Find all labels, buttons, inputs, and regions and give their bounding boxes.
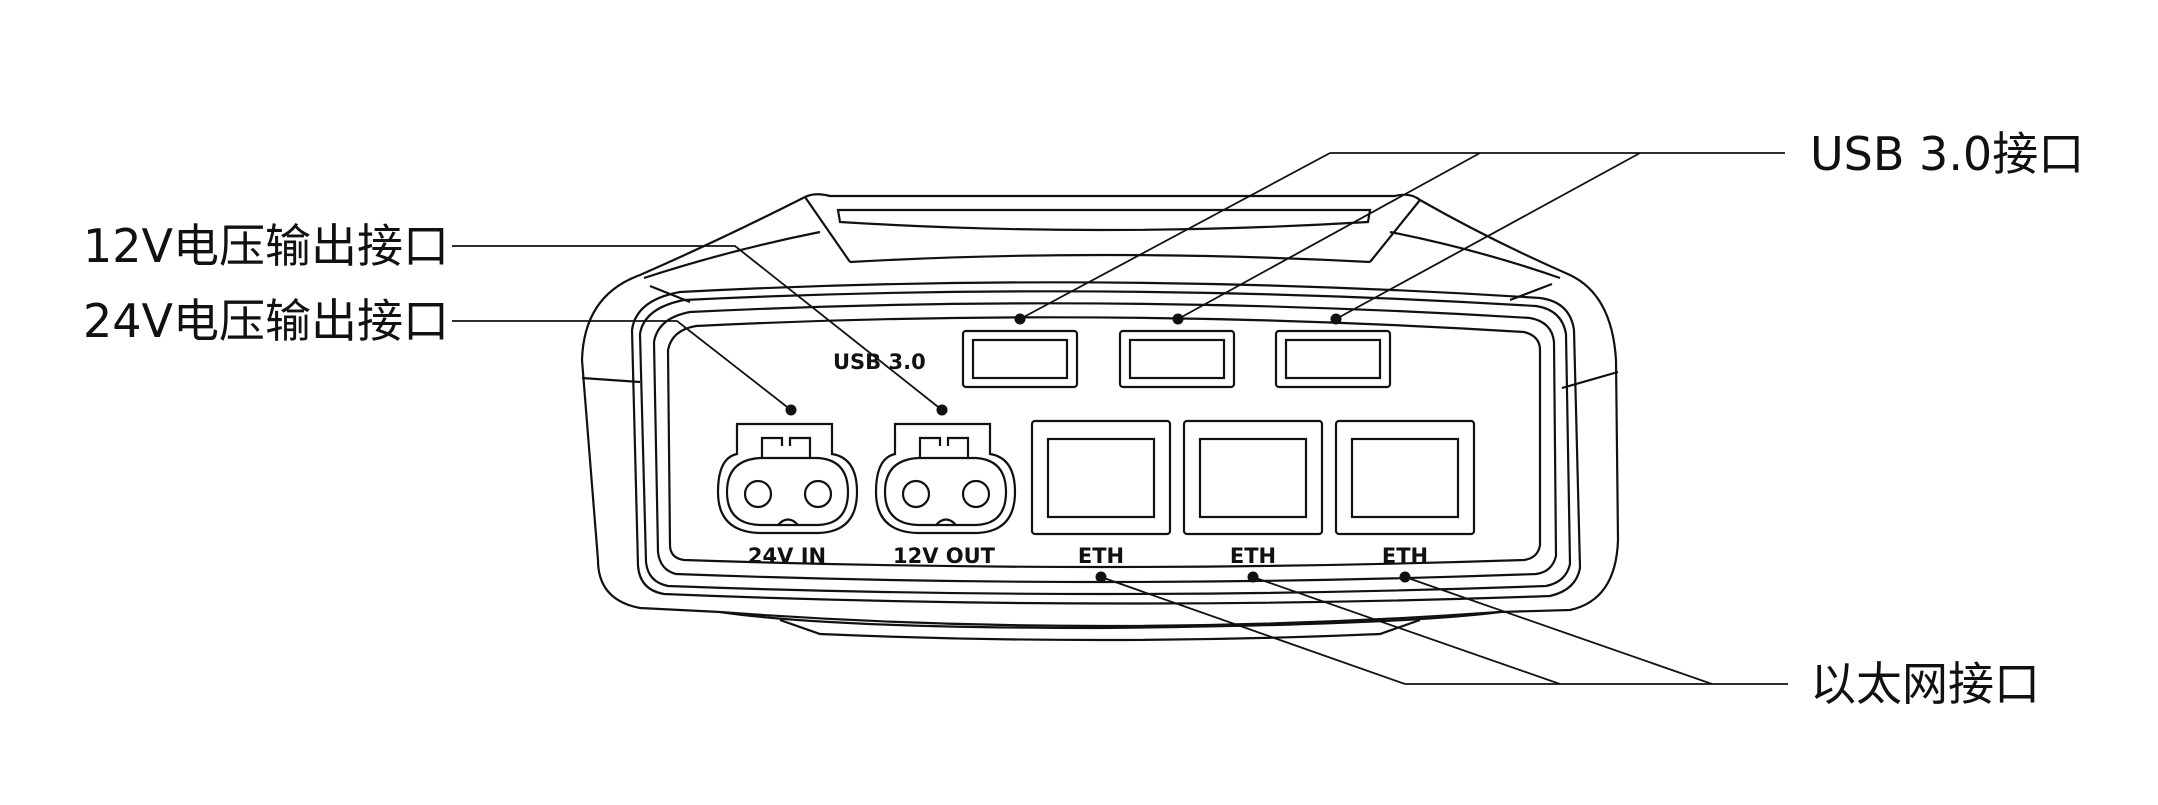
- power-out-notch: [935, 518, 957, 526]
- dot-usb-1: [1014, 313, 1026, 325]
- housing-top-groove: [836, 208, 1372, 232]
- eth-port-2-inner: [1198, 437, 1308, 519]
- eth-port-3-outer: [1334, 419, 1476, 536]
- dot-eth-2: [1247, 571, 1259, 583]
- power-in-housing: [716, 422, 859, 535]
- housing-outer-shell: [580, 193, 1620, 630]
- callout-12v-output: 12V电压输出接口: [83, 219, 449, 273]
- power-connector-in: [716, 422, 859, 535]
- panel-labels: USB 3.0 24V IN 12V OUT ETH ETH ETH: [748, 350, 1428, 568]
- usb-port-2-inner: [1128, 338, 1226, 380]
- bezel-ring-mid: [638, 290, 1572, 596]
- callout-24v-output: 24V电压输出接口: [83, 294, 449, 348]
- housing-bottom-edge: [719, 610, 1501, 628]
- power-out-shell: [883, 456, 1008, 527]
- dot-12v-out: [936, 404, 948, 416]
- callout-ethernet: 以太网接口: [1810, 657, 2040, 711]
- usb-ports: [961, 329, 1392, 389]
- usb-port-2-outer: [1118, 329, 1236, 389]
- dot-usb-2: [1172, 313, 1184, 325]
- power-in-notch: [777, 518, 799, 526]
- leader-lines: [452, 152, 1788, 685]
- power-out-label: 12V OUT: [893, 544, 996, 568]
- power-in-pin-left: [743, 479, 773, 509]
- housing-bottom-rail: [779, 618, 1421, 642]
- leader-usb-2: [1177, 152, 1481, 320]
- power-out-housing: [874, 422, 1017, 535]
- power-out-pin-right: [961, 479, 991, 509]
- callout-labels: 12V电压输出接口 24V电压输出接口 USB 3.0接口 以太网接口: [83, 127, 2084, 711]
- dot-eth-3: [1399, 571, 1411, 583]
- housing-top-ridge: [804, 196, 1421, 263]
- power-out-pin-left: [901, 479, 931, 509]
- dot-eth-1: [1095, 571, 1107, 583]
- bezel-ring-inner: [652, 302, 1558, 584]
- eth-label-3: ETH: [1382, 544, 1428, 568]
- usb-panel-label: USB 3.0: [833, 350, 926, 374]
- power-out-key: [918, 436, 970, 458]
- front-panel: [666, 316, 1542, 569]
- leader-eth-1: [1100, 576, 1406, 685]
- eth-label-2: ETH: [1230, 544, 1276, 568]
- leader-usb-1: [1019, 152, 1785, 320]
- dot-usb-3: [1330, 313, 1342, 325]
- power-in-pin-right: [803, 479, 833, 509]
- leader-usb-3: [1335, 152, 1641, 320]
- callout-usb3: USB 3.0接口: [1810, 127, 2084, 181]
- power-in-shell: [725, 456, 850, 527]
- eth-port-2-outer: [1182, 419, 1324, 536]
- eth-port-1-inner: [1046, 437, 1156, 519]
- usb-port-3-inner: [1284, 338, 1382, 380]
- leader-eth-2: [1252, 576, 1561, 685]
- leader-dots: [785, 313, 1411, 583]
- usb-port-1-inner: [971, 338, 1069, 380]
- usb-port-1-outer: [961, 329, 1079, 389]
- leader-24v: [452, 320, 792, 411]
- dot-24v-in: [785, 404, 797, 416]
- bezel-ring-outer: [630, 281, 1582, 605]
- eth-port-1-outer: [1030, 419, 1172, 536]
- leader-eth-3: [1404, 576, 1788, 685]
- power-connector-out: [874, 422, 1017, 535]
- housing-top-bevel: [849, 253, 1371, 264]
- usb-port-3-outer: [1274, 329, 1392, 389]
- power-in-label: 24V IN: [748, 544, 826, 568]
- leader-12v: [452, 245, 943, 411]
- eth-label-1: ETH: [1078, 544, 1124, 568]
- eth-port-3-inner: [1350, 437, 1460, 519]
- power-in-key: [760, 436, 812, 458]
- housing-left-seam: [581, 376, 641, 384]
- housing-right-seam: [1561, 370, 1619, 390]
- device-housing: [580, 193, 1620, 642]
- ethernet-ports: [1030, 419, 1476, 536]
